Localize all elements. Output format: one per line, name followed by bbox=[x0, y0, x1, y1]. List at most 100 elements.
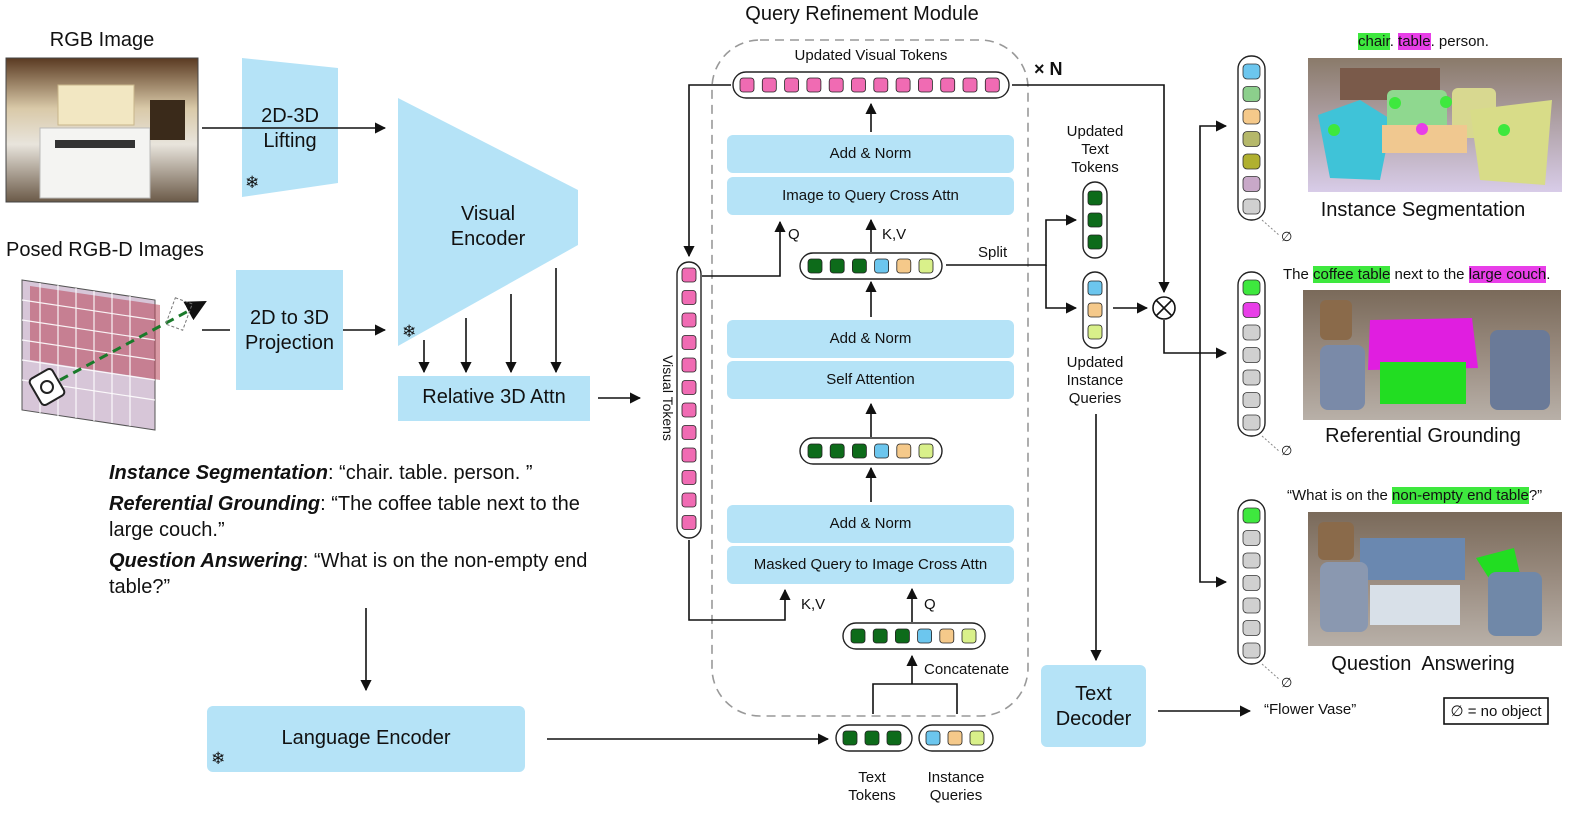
query-token bbox=[807, 258, 823, 274]
visual-tokens-column bbox=[676, 261, 702, 539]
kv-label-top: K,V bbox=[882, 226, 907, 243]
null-connector bbox=[1261, 663, 1281, 681]
updated-instance-query-token bbox=[1087, 302, 1103, 318]
add-norm-2-label: Add & Norm bbox=[829, 330, 912, 347]
output-mask-slot bbox=[1242, 279, 1261, 296]
self-attn-label: Self Attention bbox=[826, 371, 915, 388]
updated-visual-token bbox=[873, 77, 889, 93]
query-fragment: . person. bbox=[1430, 33, 1489, 50]
projection-label: 2D to 3D Projection bbox=[245, 307, 334, 354]
updated-visual-token bbox=[984, 77, 1000, 93]
output-mask-slot bbox=[1242, 575, 1261, 591]
query-token bbox=[829, 258, 845, 274]
query-fragment: table bbox=[1398, 33, 1431, 50]
output-mask-slot bbox=[1242, 198, 1261, 215]
query-token bbox=[874, 258, 889, 274]
query-token bbox=[896, 258, 912, 274]
updated-visual-token bbox=[739, 77, 755, 93]
output-mask-slot bbox=[1242, 369, 1261, 386]
output-mask-slot bbox=[1242, 176, 1261, 192]
query-fragment: “What is on the bbox=[1287, 487, 1393, 504]
no-object-legend-box bbox=[1443, 697, 1549, 725]
add-norm-3-block bbox=[727, 505, 1014, 543]
updated-text-token bbox=[1087, 212, 1103, 228]
image-query-attn-block bbox=[727, 177, 1014, 215]
query-fragment: coffee table bbox=[1313, 266, 1391, 283]
query-token bbox=[918, 258, 934, 274]
instance-query-token bbox=[947, 730, 963, 746]
visual-token bbox=[681, 380, 697, 395]
query-token bbox=[896, 443, 912, 459]
query-token bbox=[807, 443, 823, 459]
null-symbol-2: ∅ bbox=[1281, 443, 1293, 458]
updated-instance-query-token bbox=[1087, 280, 1103, 296]
updated-visual-token bbox=[962, 77, 978, 93]
prompt-qa-cont: table?” bbox=[109, 576, 171, 598]
updated-visual-token bbox=[918, 77, 933, 93]
null-connector bbox=[1261, 219, 1281, 237]
add-norm-1-block bbox=[727, 135, 1014, 173]
updated-visual-token bbox=[761, 77, 777, 93]
output-mask-slot bbox=[1242, 63, 1261, 80]
output-title-2: Referential Grounding bbox=[1325, 425, 1521, 447]
module-title: Query Refinement Module bbox=[745, 3, 979, 25]
text-token bbox=[864, 730, 880, 746]
prompt-segmentation: Instance Segmentation: “chair. table. pe… bbox=[109, 462, 533, 484]
split-label: Split bbox=[978, 244, 1008, 261]
null-symbol-3: ∅ bbox=[1281, 675, 1293, 690]
answer-text: “Flower Vase” bbox=[1264, 701, 1357, 718]
scene-render-segmentation bbox=[1308, 58, 1562, 192]
updated-visual-tokens-row bbox=[732, 71, 1010, 99]
query-token bbox=[850, 628, 866, 644]
output-mask-slot bbox=[1242, 620, 1261, 636]
visual-tokens-label: Visual Tokens bbox=[660, 355, 676, 441]
query-fragment: The bbox=[1283, 266, 1314, 283]
visual-token bbox=[681, 290, 697, 305]
updated-text-token bbox=[1087, 190, 1103, 206]
output-mask-slot bbox=[1242, 597, 1261, 614]
updated-visual-token bbox=[940, 77, 956, 93]
output-mask-slot bbox=[1242, 552, 1261, 569]
updated-text-tokens-label: Updated Text Tokens bbox=[1066, 123, 1124, 176]
updated-text-token bbox=[1087, 234, 1103, 250]
null-connector bbox=[1261, 435, 1281, 453]
output-mask-slot bbox=[1242, 302, 1261, 318]
output-mask-slot bbox=[1242, 131, 1261, 147]
query-token bbox=[852, 258, 867, 274]
updated-visual-token bbox=[895, 77, 911, 93]
text-decoder-label: Text Decoder bbox=[1055, 683, 1132, 730]
output-query-1: chair. table. person. bbox=[1358, 33, 1489, 50]
visual-token bbox=[681, 267, 697, 283]
relative-attn-label: Relative 3D Attn bbox=[422, 386, 566, 408]
null-symbol-1: ∅ bbox=[1281, 229, 1293, 244]
rgb-image-title: RGB Image bbox=[49, 29, 155, 51]
output-mask-slot bbox=[1242, 507, 1261, 524]
output-mask-slot bbox=[1242, 414, 1261, 431]
output-query-2: The coffee table next to the large couch… bbox=[1283, 266, 1550, 283]
updated-visual-tokens-label: Updated Visual Tokens bbox=[794, 47, 948, 64]
query-fragment: chair bbox=[1358, 33, 1390, 50]
query-fragment: large couch bbox=[1468, 266, 1547, 283]
visual-token bbox=[681, 470, 697, 485]
output-query-3: “What is on the non-empty end table?” bbox=[1287, 487, 1542, 504]
language-encoder-label: Language Encoder bbox=[281, 727, 451, 749]
query-token bbox=[918, 443, 934, 459]
query-token bbox=[852, 443, 867, 459]
query-fragment: non-empty end table bbox=[1392, 487, 1529, 504]
snowflake-icon: ❄ bbox=[245, 173, 260, 192]
output-mask-slot bbox=[1242, 642, 1261, 659]
add-norm-3-label: Add & Norm bbox=[829, 515, 912, 532]
prompt-examples: Instance Segmentation: “chair. table. pe… bbox=[109, 460, 587, 600]
updated-queries-label: Updated Instance Queries bbox=[1066, 354, 1124, 407]
output-mask-slot bbox=[1242, 153, 1261, 170]
updated-instance-query-token bbox=[1087, 324, 1103, 340]
visual-token bbox=[681, 402, 697, 418]
scene-render-qa bbox=[1308, 512, 1562, 646]
query-fragment: ?” bbox=[1528, 487, 1543, 504]
visual-token bbox=[681, 492, 697, 508]
concatenate-label: Concatenate bbox=[924, 661, 1010, 678]
visual-token bbox=[681, 357, 697, 373]
scene-render-grounding bbox=[1303, 290, 1561, 420]
text-token bbox=[842, 730, 858, 746]
